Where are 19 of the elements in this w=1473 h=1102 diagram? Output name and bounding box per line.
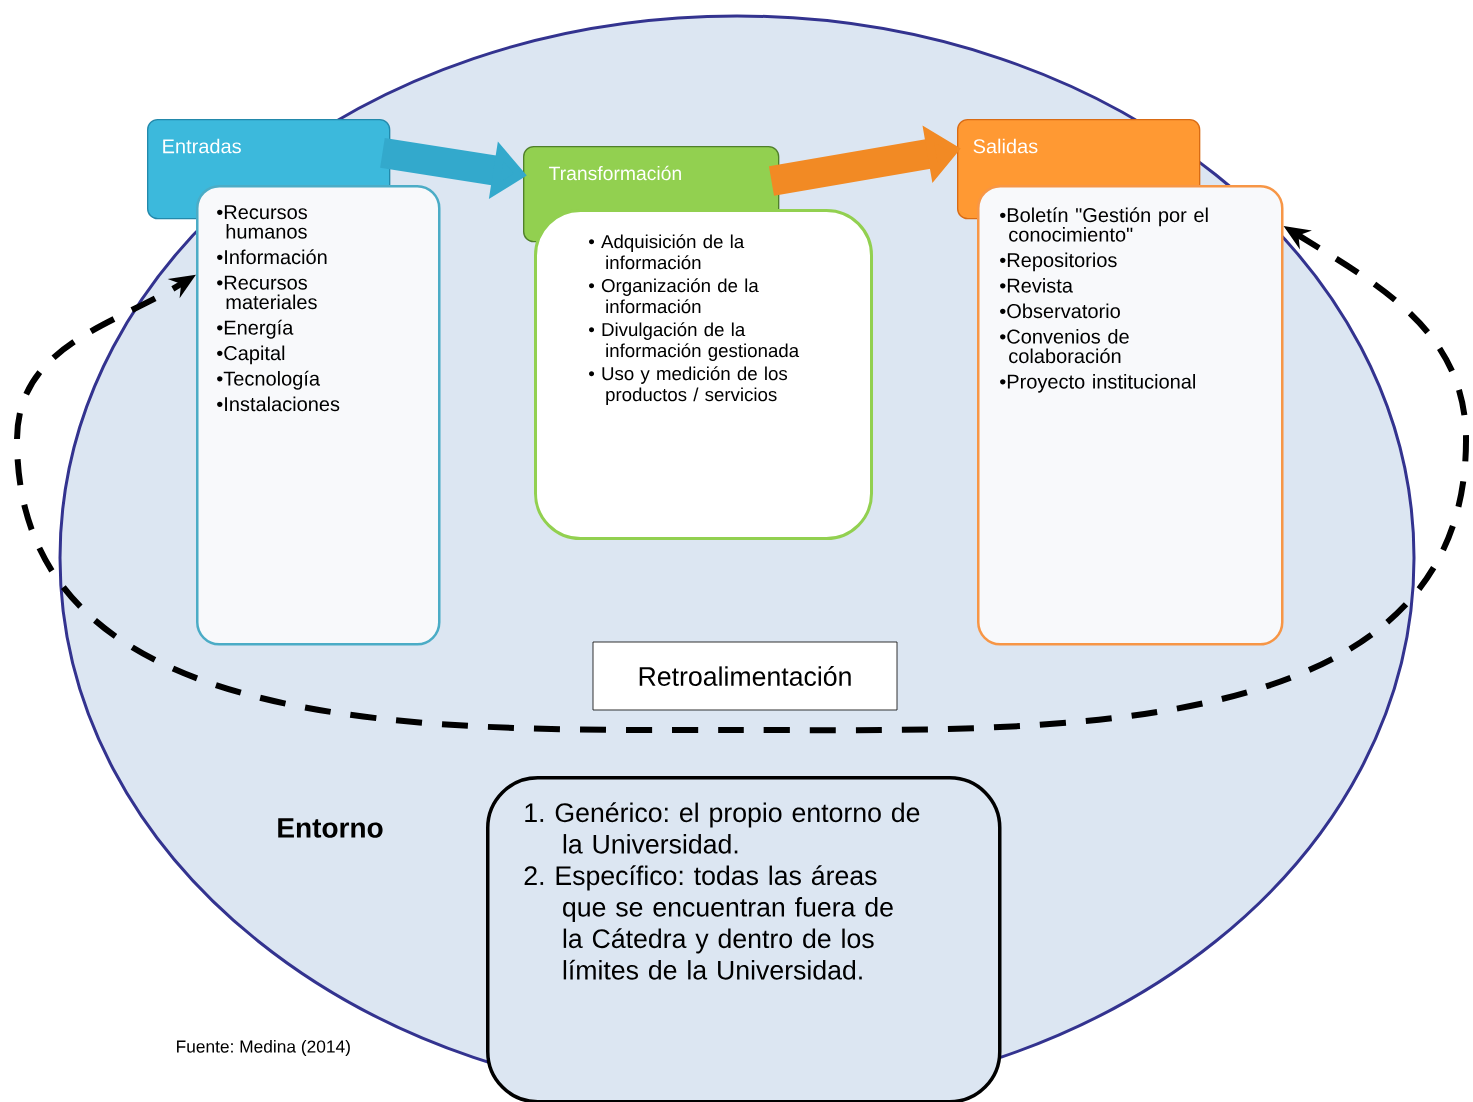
environment-label: Entorno	[278, 818, 383, 838]
node-label: •Observatorio	[1000, 303, 1120, 319]
feedback-arrow	[14, 226, 1469, 734]
node-label: •Repositorios	[1000, 252, 1117, 272]
node-label: •Proyecto institucional	[1000, 374, 1195, 393]
node-label: •Energía	[217, 319, 294, 339]
node-label: • Organización de la información	[589, 278, 759, 314]
node-label: • Uso y medición de los productos / servicios	[589, 366, 788, 405]
node-label: • Divulgación de la información gestionada	[589, 322, 800, 361]
source-note: Fuente: Medina (2014)	[177, 1039, 350, 1057]
edge-label: Retroalimentación	[592, 641, 898, 711]
node-label: •Información	[217, 249, 327, 265]
node-label: •Convenios de colaboración	[1000, 329, 1129, 364]
node-label: •Instalaciones	[217, 396, 340, 412]
node-label: •Revista	[1000, 278, 1073, 293]
node-label: •Tecnología	[217, 370, 321, 390]
node-label: •Capital	[217, 345, 285, 365]
bullet-list: 1. Genérico: el propio entorno de la Universidad. 2. Específico: todas las áreas que se encuentran fuera de la Cátedra y dentro de los límites de la Universidad.	[524, 802, 920, 980]
node-label: •Recursos materiales	[217, 275, 317, 310]
